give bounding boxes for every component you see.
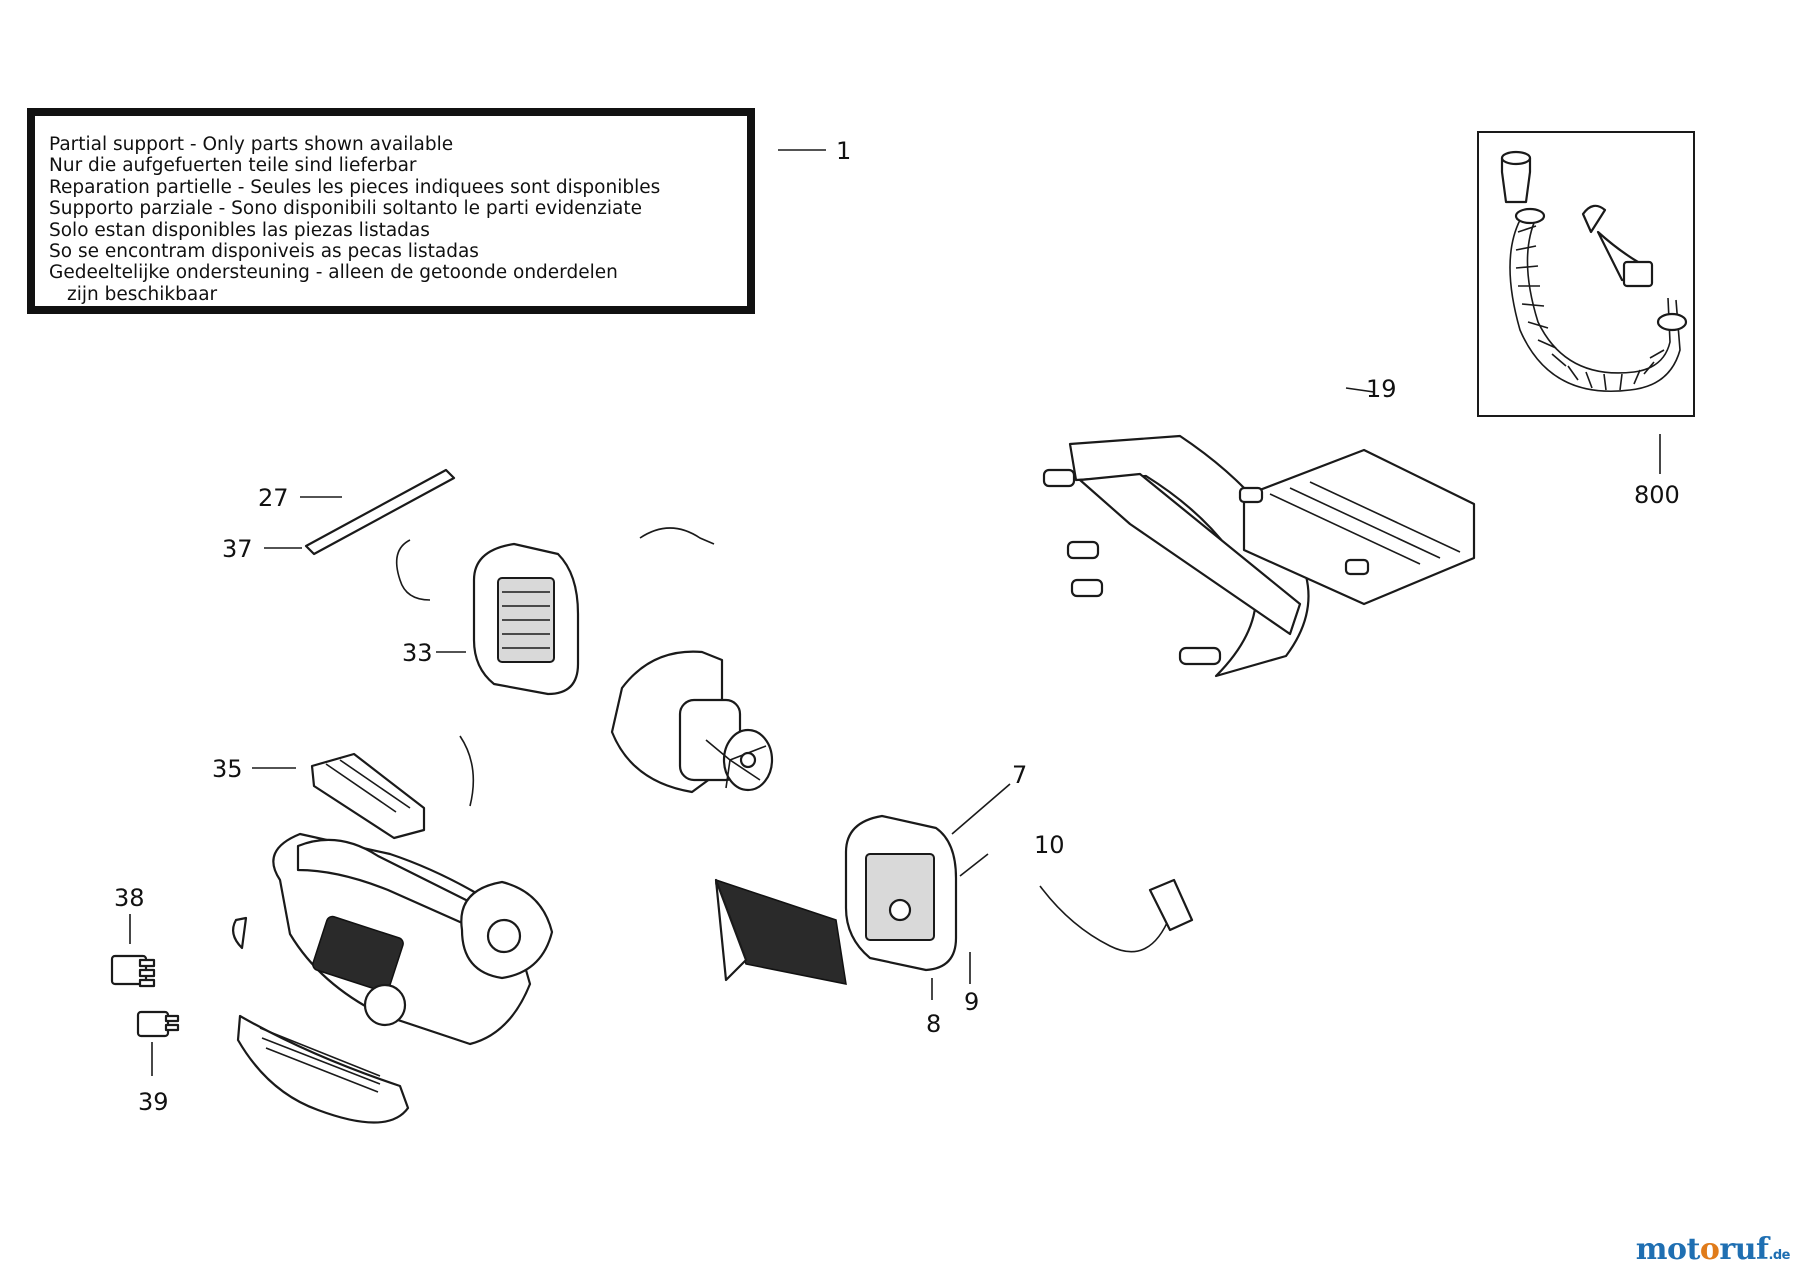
- callout-33: 33: [402, 639, 433, 667]
- leader-lines: [129, 149, 1661, 1076]
- switch-parts: [110, 954, 180, 1038]
- callout-19: 19: [1366, 375, 1397, 403]
- notice-line-de: Nur die aufgefuerten teile sind lieferba…: [49, 155, 417, 177]
- callout-10: 10: [1034, 831, 1065, 859]
- callout-9: 9: [964, 988, 979, 1016]
- callout-numbers: 1 19 800 27 37 33 35 7 10 38 9 8 39: [114, 137, 1680, 1116]
- notice-line-es: Solo estan disponibles las piezas listad…: [49, 219, 430, 241]
- small-parts: [310, 542, 958, 985]
- notice-line-nl-cont: zijn beschikbaar: [67, 283, 218, 305]
- notice-line-it: Supporto parziale - Sono disponibili sol…: [49, 198, 643, 220]
- motoruf-watermark: motoruf.de: [1635, 1232, 1791, 1267]
- watermark-part1: mot: [1635, 1232, 1701, 1267]
- notice-text: Partial support - Only parts shown avail…: [49, 134, 660, 305]
- callout-1: 1: [836, 137, 851, 165]
- callout-38: 38: [114, 884, 145, 912]
- accessory-kit-800: [1477, 131, 1695, 417]
- motor-assembly: [460, 650, 774, 980]
- callout-39: 39: [138, 1088, 169, 1116]
- watermark-part3: ruf: [1719, 1232, 1769, 1267]
- notice-line-fr: Reparation partielle - Seules les pieces…: [49, 176, 661, 198]
- notice-line-nl: Gedeeltelijke ondersteuning - alleen de …: [49, 262, 618, 284]
- partial-support-notice: Partial support - Only parts shown avail…: [27, 108, 755, 314]
- callout-35: 35: [212, 755, 243, 783]
- notice-line-en: Partial support - Only parts shown avail…: [49, 134, 454, 155]
- notice-line-pt: So se encontram disponiveis as pecas lis…: [49, 241, 479, 263]
- callout-27: 27: [258, 484, 289, 512]
- callout-37: 37: [222, 535, 253, 563]
- callout-800: 800: [1634, 481, 1680, 509]
- callout-7: 7: [1012, 761, 1027, 789]
- cables: [304, 468, 1194, 953]
- watermark-tld: .de: [1768, 1248, 1790, 1263]
- storage-tray: [1238, 448, 1476, 606]
- front-housing: [231, 832, 532, 1124]
- watermark-part2: o: [1699, 1232, 1720, 1267]
- callout-8: 8: [926, 1010, 941, 1038]
